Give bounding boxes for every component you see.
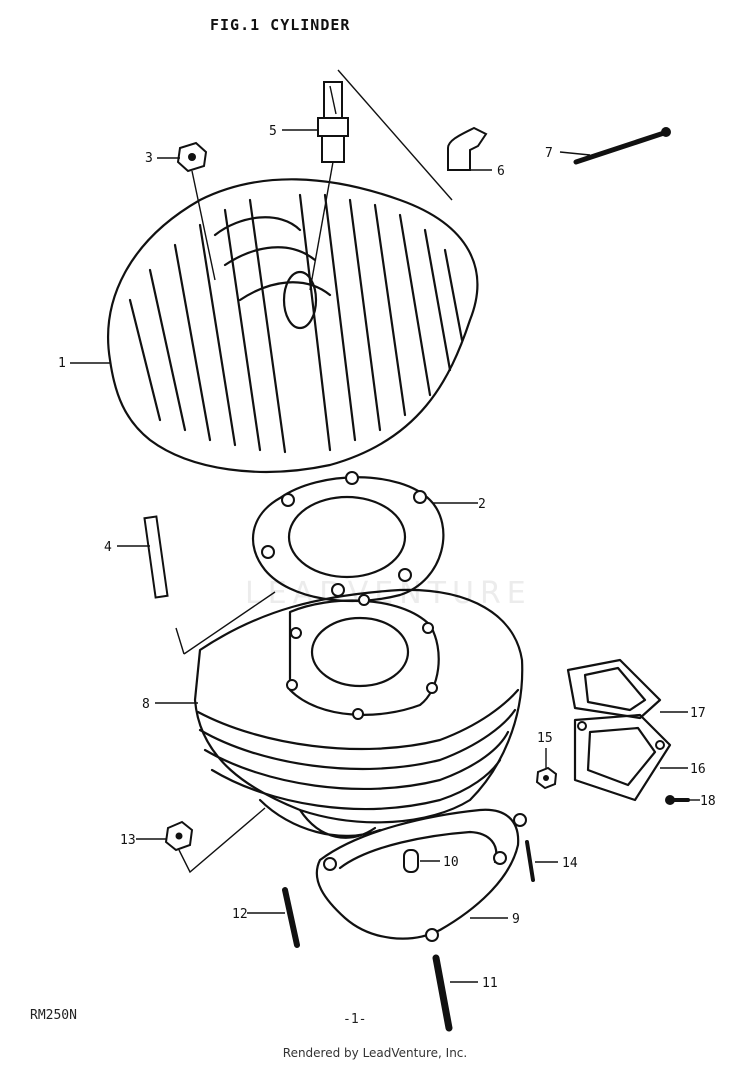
reed-gasket-part <box>566 658 662 720</box>
callout-15: 15 <box>537 731 553 746</box>
stud-part-4 <box>143 515 276 655</box>
callout-1: 1 <box>58 356 66 371</box>
spark-plug-part <box>309 81 349 291</box>
nut-part-3 <box>176 141 216 281</box>
rendered-by-credit: Rendered by LeadVenture, Inc. <box>282 1046 468 1060</box>
stud-part-11 <box>432 954 453 1032</box>
callout-10: 10 <box>443 855 459 870</box>
callout-17: 17 <box>690 706 706 721</box>
callout-7: 7 <box>545 146 553 161</box>
base-gasket-part <box>315 808 527 942</box>
bolt-part-7 <box>573 127 671 165</box>
cylinder-part <box>193 588 524 839</box>
nut-part-13 <box>164 807 266 874</box>
callout-16: 16 <box>690 762 706 777</box>
bolt-part-18 <box>665 795 690 805</box>
figure-title: FIG.1 CYLINDER <box>210 16 351 34</box>
stud-part-12 <box>282 887 300 948</box>
plug-cap-part <box>337 69 488 201</box>
callout-12: 12 <box>232 907 248 922</box>
pin-part-14 <box>525 840 535 882</box>
callout-18: 18 <box>700 794 716 809</box>
callout-6: 6 <box>497 164 505 179</box>
intake-manifold-part <box>573 713 672 802</box>
callout-3: 3 <box>145 151 153 166</box>
callout-9: 9 <box>512 912 520 927</box>
callout-11: 11 <box>482 976 498 991</box>
callout-8: 8 <box>142 697 150 712</box>
dowel-part-10 <box>403 849 419 873</box>
leader-lines <box>70 129 700 983</box>
callout-14: 14 <box>562 856 578 871</box>
callout-5: 5 <box>269 124 277 139</box>
nut-part-15 <box>535 766 558 790</box>
callout-4: 4 <box>104 540 112 555</box>
head-gasket-part <box>251 471 445 603</box>
page-number: -1- <box>343 1012 367 1027</box>
callout-13: 13 <box>120 833 136 848</box>
model-code: RM250N <box>30 1008 77 1023</box>
cylinder-head-part <box>107 178 479 473</box>
callout-2: 2 <box>478 497 486 512</box>
